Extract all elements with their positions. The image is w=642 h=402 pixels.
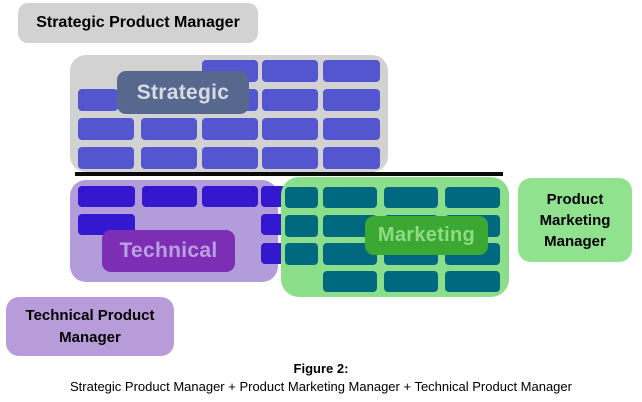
- callout-line: Marketing: [539, 211, 611, 229]
- strategic-tile: [202, 147, 258, 169]
- strategic-tile: [323, 118, 380, 140]
- strategic-tile: [141, 147, 197, 169]
- callout-line: Strategic Product Manager: [36, 14, 240, 31]
- marketing-tile: [445, 187, 500, 208]
- callout-strategic-product-manager: Strategic Product Manager: [18, 3, 258, 43]
- callout-line: Product: [546, 190, 604, 208]
- marketing-tile: [323, 271, 377, 292]
- strategic-tile: [323, 147, 380, 169]
- marketing-region-label-text: Marketing: [377, 224, 476, 246]
- strategic-tile: [78, 147, 134, 169]
- marketing-tile: [323, 215, 377, 237]
- figure-caption: Figure 2: Strategic Product Manager + Pr…: [0, 361, 642, 394]
- marketing-tile: [445, 271, 500, 292]
- technical-tile: [202, 186, 258, 207]
- marketing-tile: [384, 187, 438, 208]
- marketing-tile: [323, 243, 377, 265]
- strategic-tile: [78, 118, 134, 140]
- marketing-tile: [285, 215, 318, 237]
- strategic-region-label-text: Strategic: [136, 80, 230, 104]
- strategic-tile: [262, 89, 318, 111]
- callout-line: Technical Product: [25, 306, 155, 324]
- marketing-region-label: Marketing: [365, 216, 488, 255]
- strategic-tile: [323, 60, 380, 82]
- technical-region-label: Technical: [102, 230, 235, 272]
- figure-caption-title: Figure 2:: [293, 361, 349, 376]
- callout-line: Manager: [59, 328, 121, 346]
- strategic-region-label: Strategic: [117, 71, 249, 114]
- figure-caption-subtitle: Strategic Product Manager + Product Mark…: [70, 379, 572, 394]
- technical-tile: [78, 186, 135, 207]
- marketing-tile: [285, 243, 318, 265]
- marketing-tile: [384, 271, 438, 292]
- technical-tile: [142, 186, 197, 207]
- technical-tile: [78, 214, 135, 235]
- technical-region-label-text: Technical: [119, 239, 218, 262]
- strategic-tile: [78, 89, 118, 111]
- strategic-tile: [262, 147, 318, 169]
- callout-technical-product-manager: Technical Product Manager: [6, 297, 174, 356]
- strategic-tile: [202, 118, 258, 140]
- strategic-tile: [262, 118, 318, 140]
- strategic-tile: [323, 89, 380, 111]
- marketing-tile: [285, 187, 318, 208]
- callout-line: Manager: [544, 232, 606, 250]
- marketing-tile: [323, 187, 377, 208]
- strategic-tile: [262, 60, 318, 82]
- divider-line: [75, 172, 503, 176]
- strategic-tile: [141, 118, 197, 140]
- callout-product-marketing-manager: Product Marketing Manager: [518, 178, 632, 262]
